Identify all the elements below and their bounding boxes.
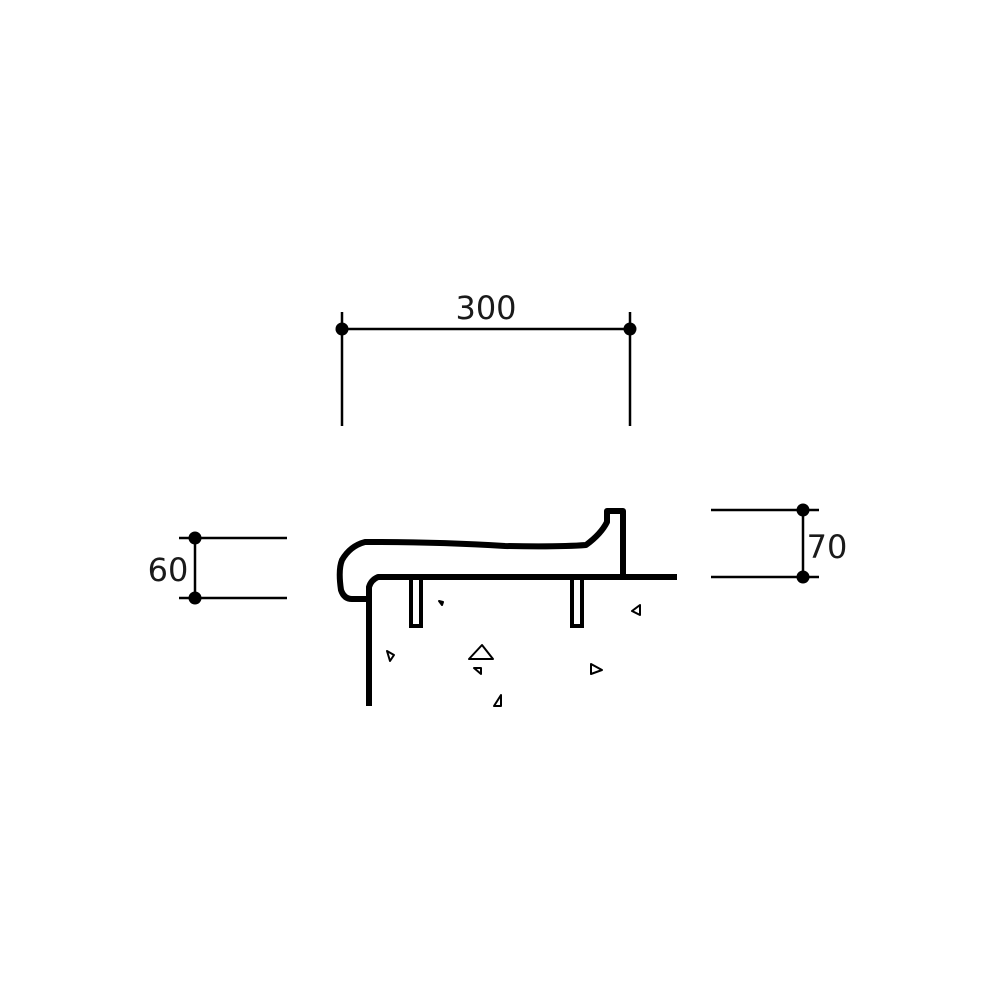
concrete-hatch (386, 600, 641, 707)
aggregate-mark (590, 663, 603, 675)
aggregate-mark (631, 604, 641, 616)
aggregate-mark (473, 667, 482, 675)
left-dot-bottom (188, 591, 202, 605)
aggregate-mark (493, 694, 502, 707)
right-dot-top (796, 503, 810, 517)
width-dot-right (623, 322, 637, 336)
left-height-dimension: 60 (148, 531, 287, 605)
left-height-label: 60 (148, 551, 189, 589)
coping-profile (336, 508, 677, 706)
width-dimension: 300 (335, 289, 637, 426)
left-dot-top (188, 531, 202, 545)
aggregate-mark (386, 650, 395, 662)
width-dot-left (335, 322, 349, 336)
aggregate-mark (468, 644, 494, 660)
right-height-label: 70 (807, 528, 848, 566)
aggregate-mark (438, 600, 444, 606)
anchor-pin-right (570, 576, 584, 628)
right-dot-bottom (796, 570, 810, 584)
anchor-pin-left (409, 576, 423, 628)
right-height-dimension: 70 (711, 503, 848, 584)
width-label: 300 (455, 289, 516, 327)
